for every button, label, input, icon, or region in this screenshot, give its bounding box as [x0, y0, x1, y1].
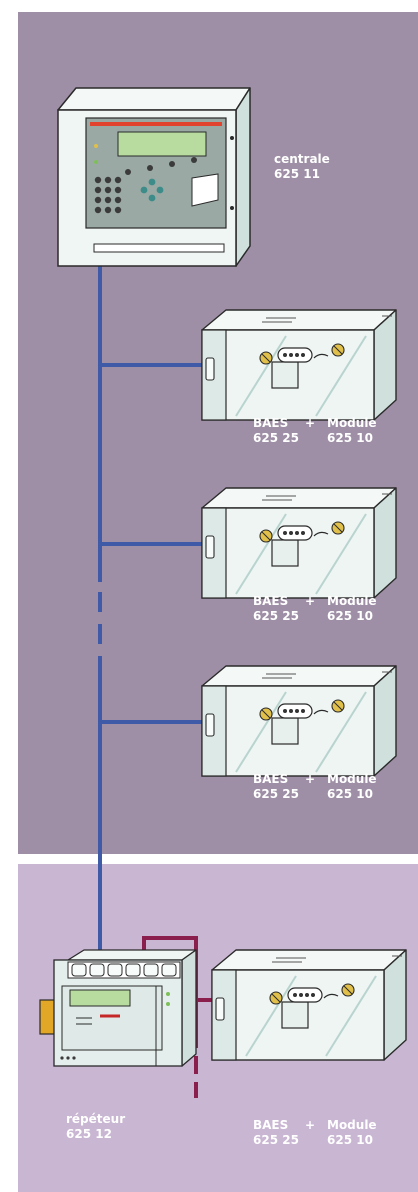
module-name: Module — [327, 772, 377, 786]
plus-sign: + — [305, 416, 316, 430]
repeater-unit — [39, 949, 197, 1067]
baes-name: BAES — [253, 416, 289, 430]
baes-ref: 625 25 — [253, 431, 299, 445]
repeater-name: répéteur — [66, 1112, 126, 1126]
baes-ref: 625 25 — [253, 787, 299, 801]
module-label-3: Module 625 10 — [327, 772, 377, 802]
module-label-2: Module 625 10 — [327, 594, 377, 624]
module-label-1: Module 625 10 — [327, 416, 377, 446]
central-ref: 625 11 — [274, 167, 320, 181]
repeater-ref: 625 12 — [66, 1127, 112, 1141]
module-name: Module — [327, 416, 377, 430]
baes-unit-1 — [201, 309, 397, 421]
baes-name: BAES — [253, 594, 289, 608]
central-unit — [57, 87, 251, 267]
plus-sign: + — [305, 1118, 316, 1132]
central-name: centrale — [274, 152, 330, 166]
baes-unit-2 — [201, 487, 397, 599]
module-ref: 625 10 — [327, 431, 373, 445]
baes-name: BAES — [253, 772, 289, 786]
bus-line — [98, 262, 204, 960]
module-ref: 625 10 — [327, 1133, 373, 1147]
baes-unit-4 — [211, 949, 407, 1061]
module-label-4: Module 625 10 — [327, 1118, 377, 1148]
baes-label-1: BAES 625 25 — [253, 416, 299, 446]
central-label: centrale 625 11 — [274, 152, 330, 182]
module-ref: 625 10 — [327, 787, 373, 801]
baes-label-4: BAES 625 25 — [253, 1118, 299, 1148]
plus-sign: + — [305, 594, 316, 608]
baes-ref: 625 25 — [253, 1133, 299, 1147]
baes-label-2: BAES 625 25 — [253, 594, 299, 624]
module-ref: 625 10 — [327, 609, 373, 623]
module-name: Module — [327, 594, 377, 608]
baes-unit-3 — [201, 665, 397, 777]
repeater-label: répéteur 625 12 — [66, 1112, 125, 1142]
baes-ref: 625 25 — [253, 609, 299, 623]
baes-label-3: BAES 625 25 — [253, 772, 299, 802]
plus-sign: + — [305, 772, 316, 786]
baes-name: BAES — [253, 1118, 289, 1132]
module-name: Module — [327, 1118, 377, 1132]
